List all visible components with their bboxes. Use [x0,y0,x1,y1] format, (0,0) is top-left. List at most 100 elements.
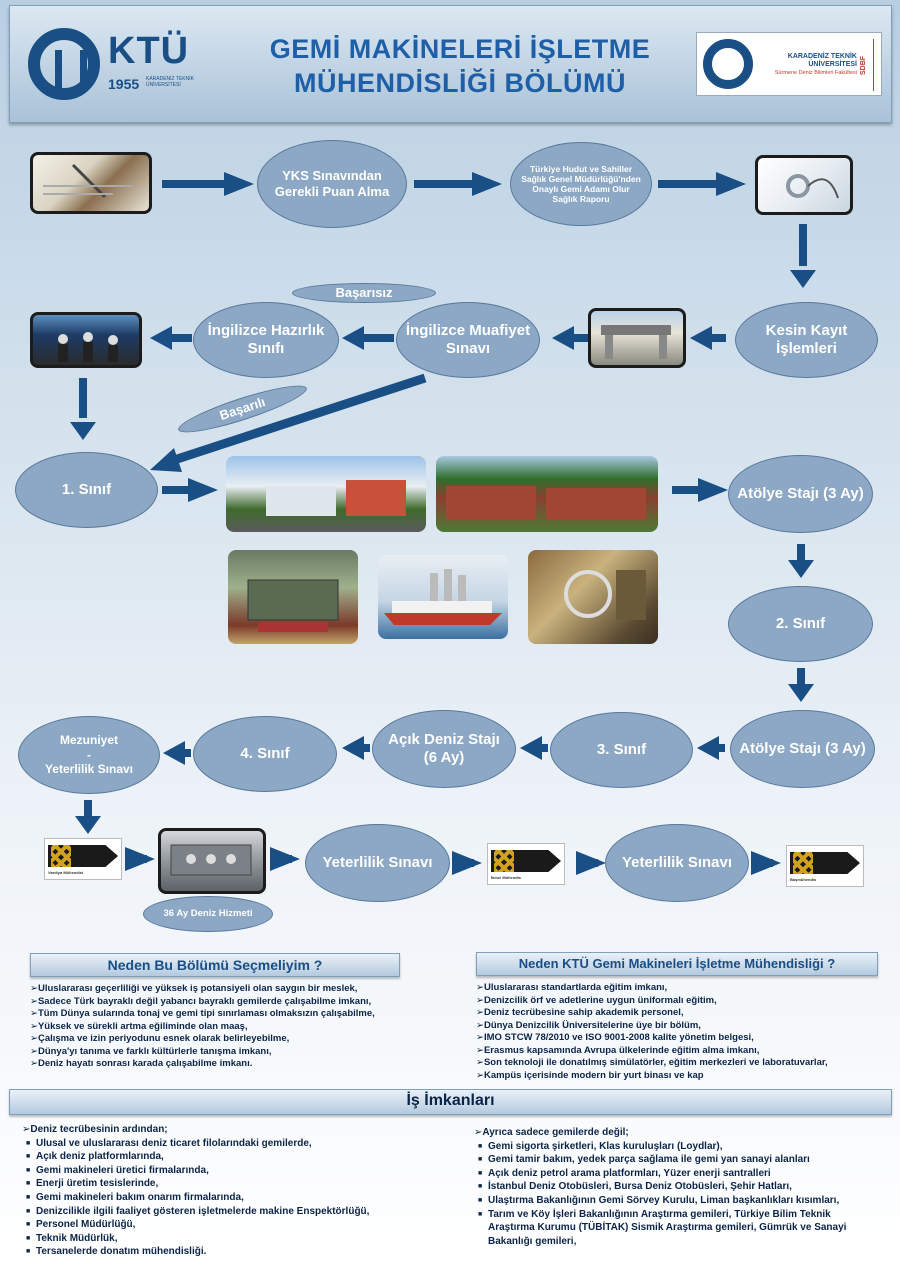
sdbf-logo-abbr: SDBF [860,39,874,91]
ktu-logo-text: KTÜ [108,30,190,72]
title-line-1: GEMİ MAKİNELERİ İŞLETME [269,34,651,64]
list-item: Tarım ve Köy İşleri Bakanlığının Araştır… [474,1208,874,1249]
machinery-photo [528,550,658,644]
building-icon [266,480,406,516]
jobs-left: ➢Deniz tecrübesinin ardından; Ulusal ve … [22,1123,462,1259]
list-item: ➢Erasmus kapsamında Avrupa ülkelerinde e… [476,1044,760,1056]
arrow-down [70,378,96,440]
jobs-right-intro: ➢Ayrıca sadece gemilerde değil; [474,1127,629,1138]
muafiyet-text: İngilizce Muafiyet Sınavı [405,322,531,357]
list-item: ➢Uluslararası standartlarda eğitim imkan… [476,982,668,993]
why-ktu-heading: Neden KTÜ Gemi Makineleri İşletme Mühend… [476,952,878,976]
why-dept-list: ➢Uluslararası geçerliliği ve yüksek iş p… [30,983,450,1071]
machinery-icon [564,570,646,620]
list-item: Personel Müdürlüğü, [22,1218,462,1232]
list-item: Gemi makineleri üretici firmalarında, [22,1164,462,1178]
students-icon [58,332,118,362]
arrow-right [162,478,218,502]
yeterlilik1-text: Yeterlilik Sınavı [322,854,433,871]
kesin-kayit-text: Kesin Kayıt İşlemleri [765,322,848,357]
sdbf-logo: KARADENİZ TEKNİK ÜNİVERSİTESİ Sürmene De… [696,32,882,96]
yeterlilik2-oval: Yeterlilik Sınavı [605,824,749,902]
arrow-right [751,851,781,875]
rank-stripes-icon [51,845,71,867]
list-item: Denizcilikle ilgili faaliyet gösteren iş… [22,1205,462,1219]
harbor-building-photo [226,456,426,532]
arrow-left [150,326,192,350]
arrow-left [552,326,588,350]
poster-header: KTÜ 1955 KARADENİZ TEKNİK ÜNİVERSİTESİ G… [9,5,892,123]
arrow-down [788,668,814,702]
arrow-left [163,741,191,765]
list-item: Gemi sigorta şirketleri, Klas kuruluşlar… [474,1140,874,1154]
mezuniyet-line3: Yeterlilik Sınavı [44,762,134,777]
badge-vardiya-muhendisi: Vardiya Mühendisi [44,838,122,880]
list-item: Açık deniz platformlarında, [22,1150,462,1164]
jobs-heading: İş İmkanları [9,1089,892,1115]
arrow-right [125,847,155,871]
hazirlik-text: İngilizce Hazırlık Sınıfı [207,322,325,357]
mezuniyet-line2: - [87,747,91,762]
jobs-left-list: Ulusal ve uluslararası deniz ticaret fil… [22,1137,462,1259]
sinif3-text: 3. Sınıf [596,741,647,758]
atolye1-text: Atölye Stajı (3 Ay) [737,485,864,502]
ktu-logo-emblem-icon [28,28,100,100]
muafiyet-oval: İngilizce Muafiyet Sınavı [396,302,540,378]
list-item: İstanbul Deniz Otobüsleri, Bursa Deniz O… [474,1180,874,1194]
mezuniyet-oval: Mezuniyet - Yeterlilik Sınavı [18,716,160,794]
yks-oval: YKS Sınavından Gerekli Puan Alma [257,140,407,228]
list-item: ➢Yüksek ve sürekli artma eğiliminde olan… [30,1020,248,1032]
badge-ikinci-muhendis: İkinci Mühendis [487,843,565,885]
list-item: ➢IMO STCW 78/2010 ve ISO 9001-2008 kalit… [476,1032,754,1043]
stethoscope-icon [786,174,839,199]
pen-writing-icon [43,163,133,199]
jobs-right-list: Gemi sigorta şirketleri, Klas kuruluşlar… [474,1140,874,1249]
campus-gate-photo [588,308,686,368]
rank-stripes-icon [494,850,514,872]
atolye1-oval: Atölye Stajı (3 Ay) [728,455,873,533]
engine-room-photo [228,550,358,644]
atolye2-text: Atölye Stajı (3 Ay) [739,740,866,757]
sinif4-text: 4. Sınıf [240,745,290,762]
list-item: Açık deniz petrol arama platformları, Yü… [474,1167,874,1181]
arrow-right [162,172,254,196]
why-dept-heading: Neden Bu Bölümü Seçmeliyim ? [30,953,400,977]
hazirlik-oval: İngilizce Hazırlık Sınıfı [193,302,339,378]
arrow-down [75,800,101,834]
arrow-left [697,736,725,760]
arrow-down [790,224,816,288]
sinif4-oval: 4. Sınıf [193,716,337,792]
health-report-text: Türkiye Hudut ve Sahiller Sağlık Genel M… [521,163,641,205]
arrow-right [270,847,300,871]
list-item: ➢Çalışma ve izin periyodunu esnek olarak… [30,1033,290,1044]
atolye2-oval: Atölye Stajı (3 Ay) [730,710,875,788]
list-item: ➢Deniz hayatı sonrası karada çalışabilme… [30,1058,253,1069]
sinif1-oval: 1. Sınıf [15,452,158,528]
list-item: ➢Uluslararası geçerliliği ve yüksek iş p… [30,983,358,994]
list-item: Enerji üretim tesislerinde, [22,1177,462,1191]
exam-photo [30,152,152,214]
yeterlilik1-oval: Yeterlilik Sınavı [305,824,450,902]
ktu-logo-year: 1955 [108,76,140,92]
sinif2-oval: 2. Sınıf [728,586,873,662]
list-item: ➢Kampüs içerisinde modern bir yurt binas… [476,1069,704,1081]
health-report-oval: Türkiye Hudut ve Sahiller Sağlık Genel M… [510,142,652,226]
arrow-left [690,326,726,350]
list-item: ➢Tüm Dünya sularında tonaj ve gemi tipi … [30,1008,375,1019]
sinif1-text: 1. Sınıf [61,481,112,498]
arrow-right [672,478,728,502]
arrow-right [414,172,502,196]
list-item: ➢Dünya Denizcilik Üniversitelerine üye b… [476,1019,701,1031]
yks-text: YKS Sınavından Gerekli Puan Alma [274,168,390,199]
students-photo [30,312,142,368]
ktu-logo-subtitle: KARADENİZ TEKNİK ÜNİVERSİTESİ [146,76,194,88]
rank-stripes-icon [793,852,813,874]
engine-control-photo [158,828,266,894]
mezuniyet-line1: Mezuniyet [59,733,118,748]
campus-building-photo [436,456,658,532]
acik-deniz-oval: Açık Deniz Stajı (6 Ay) [372,710,516,788]
page-title: GEMİ MAKİNELERİ İŞLETME MÜHENDİSLİĞİ BÖL… [220,32,700,100]
list-item: ➢Dünya'yı tanıma ve farklı kültürlerle t… [30,1045,272,1057]
list-item: ➢Denizcilik örf ve adetlerine uygun ünif… [476,994,717,1006]
why-ktu-list: ➢Uluslararası standartlarda eğitim imkan… [476,982,896,1082]
